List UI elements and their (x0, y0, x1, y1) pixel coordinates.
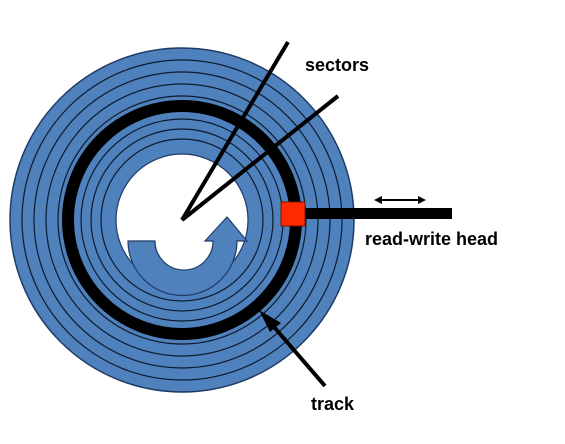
track-ring (57, 95, 307, 345)
sector-line (180, 40, 290, 222)
track-ring (45, 83, 319, 357)
track-ring (21, 59, 343, 381)
sector-line (180, 94, 340, 222)
head-block (280, 201, 306, 227)
track-pointer-arrowhead (259, 310, 281, 332)
read-write-head (280, 201, 452, 227)
track-ring (100, 138, 264, 302)
track-pointer (259, 310, 327, 388)
read-write-head-label: read-write head (365, 229, 498, 249)
head-arm (304, 208, 452, 219)
track-ring (33, 71, 331, 369)
sector-lines (180, 40, 340, 222)
sectors-label: sectors (305, 55, 369, 75)
track-label: track (311, 394, 355, 414)
curved-arrow-icon (127, 216, 249, 297)
track-ring (90, 128, 274, 312)
